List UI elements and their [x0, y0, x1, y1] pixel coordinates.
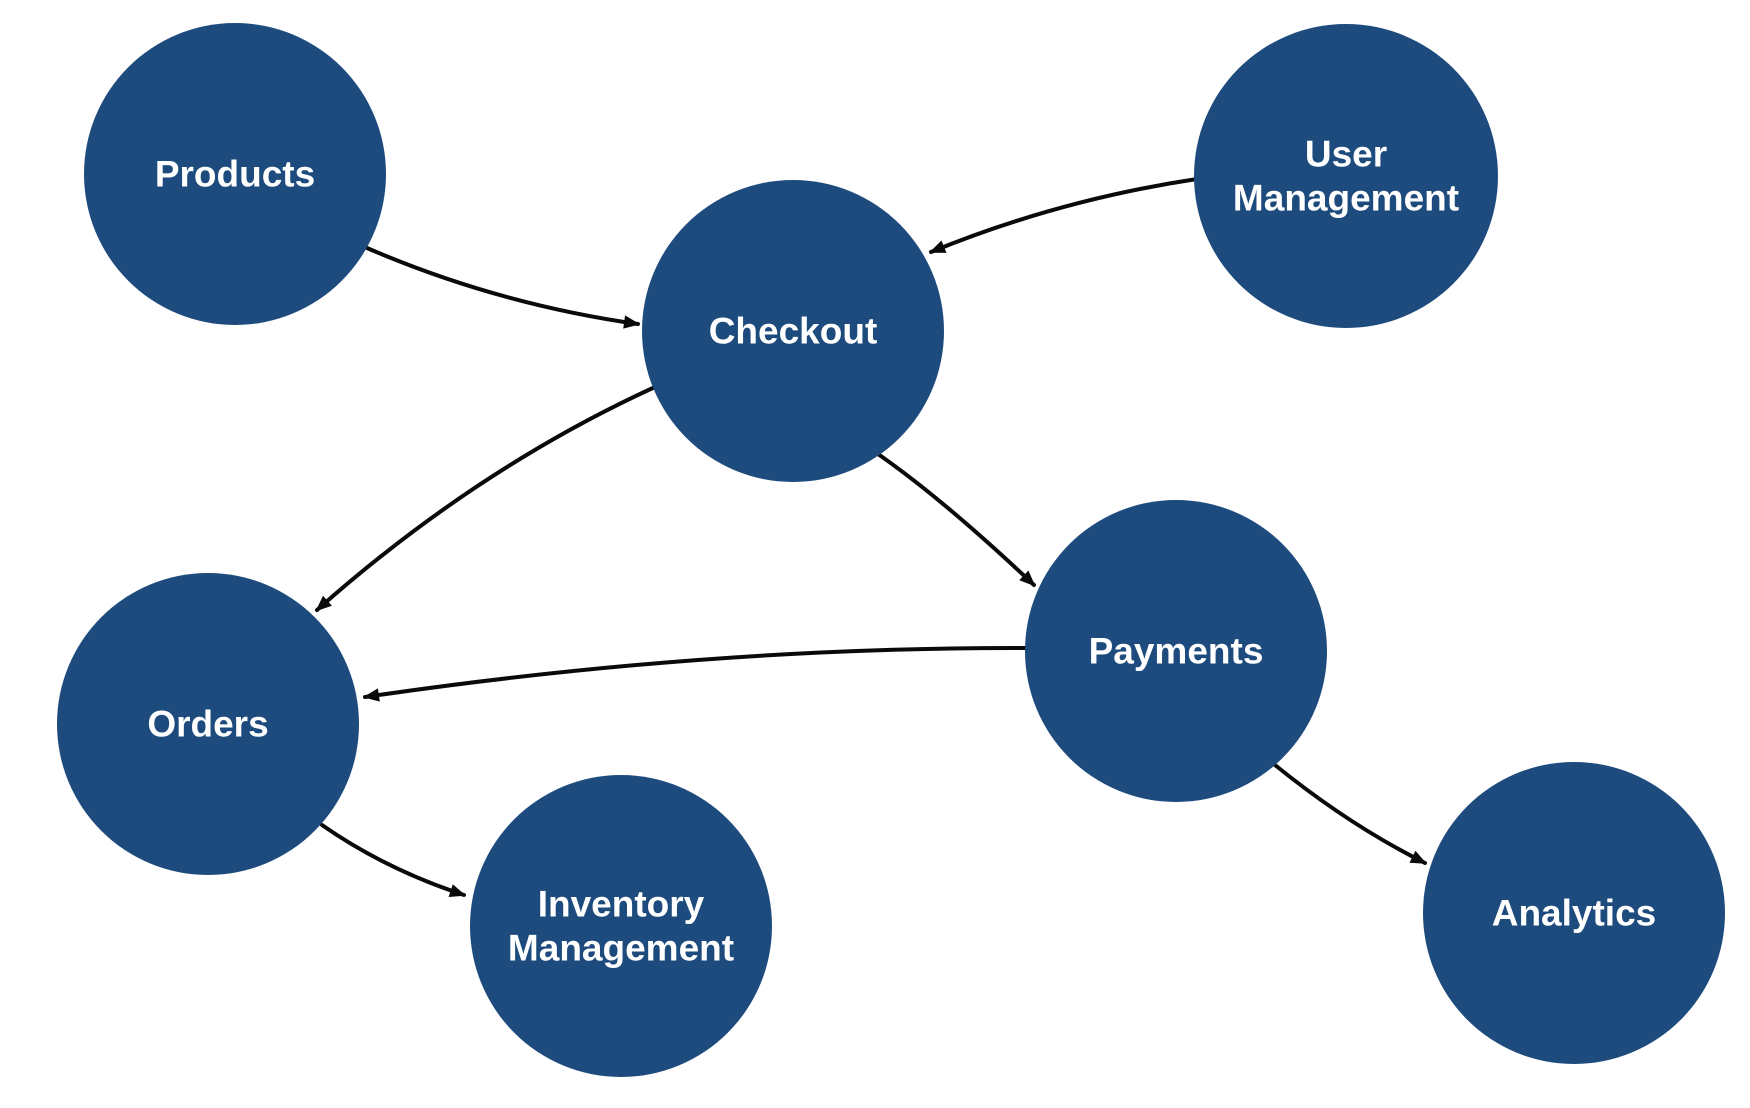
edges-layer [315, 177, 1427, 897]
node-label-checkout: Checkout [709, 311, 878, 352]
node-label-orders: Orders [147, 704, 268, 745]
node-circle-user-management [1194, 24, 1498, 328]
edge-orders-to-inventory-management [320, 823, 466, 897]
node-circle-checkout [642, 180, 944, 482]
node-label-products: Products [155, 154, 315, 195]
node-circle-inventory-management [470, 775, 772, 1077]
node-checkout: Checkout [642, 180, 944, 482]
node-label-line: Products [155, 154, 315, 195]
node-circle-analytics [1423, 762, 1725, 1064]
edge-user-management-to-checkout [929, 177, 1199, 254]
edge-checkout-to-payments [876, 452, 1036, 587]
edge-checkout-to-orders [315, 385, 657, 612]
edge-payments-to-orders [363, 645, 1028, 702]
edge-payments-to-analytics [1273, 763, 1427, 865]
node-label-line: Management [508, 928, 734, 969]
node-label-analytics: Analytics [1492, 893, 1657, 934]
node-circle-orders [57, 573, 359, 875]
edge-products-to-checkout [365, 246, 640, 329]
node-label-line: Payments [1089, 631, 1264, 672]
node-orders: Orders [57, 573, 359, 875]
node-payments: Payments [1025, 500, 1327, 802]
node-label-line: User [1305, 134, 1387, 175]
node-label-line: Inventory [538, 884, 705, 925]
node-label-line: Orders [147, 704, 268, 745]
node-analytics: Analytics [1423, 762, 1725, 1064]
node-circle-products [84, 23, 386, 325]
node-label-line: Checkout [709, 311, 878, 352]
node-label-line: Management [1233, 178, 1459, 219]
node-products: Products [84, 23, 386, 325]
node-label-payments: Payments [1089, 631, 1264, 672]
node-label-line: Analytics [1492, 893, 1657, 934]
node-circle-payments [1025, 500, 1327, 802]
